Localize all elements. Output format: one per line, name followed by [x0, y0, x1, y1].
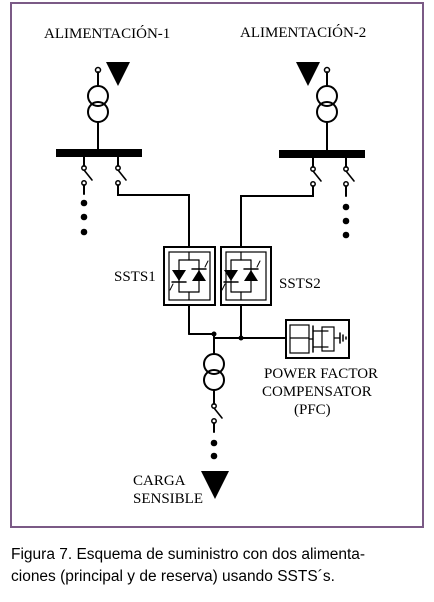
load-label-line2: SENSIBLE	[133, 491, 203, 507]
pfc-compensator-icon	[285, 319, 350, 359]
feed1-label: ALIMENTACIÓN-1	[44, 25, 170, 42]
output-bus-line	[188, 333, 287, 339]
feed1-feeder-switch-right-icon	[115, 156, 127, 186]
load-transformer-icon	[203, 353, 225, 405]
pfc-label-line2: COMPENSATOR	[262, 384, 372, 400]
feed1-transformer-icon	[87, 85, 109, 150]
junction-dot-pfc	[238, 335, 244, 341]
feed1-source-triangle-icon	[106, 62, 130, 86]
feed2-to-ssts2-line	[240, 185, 314, 248]
feed1-feeder-switch-left-icon	[81, 156, 93, 195]
feed1-busbar	[56, 149, 142, 157]
load-switch-icon	[211, 403, 223, 433]
figure-caption: Figura 7. Esquema de suministro con dos …	[11, 544, 423, 588]
caption-line-2: ciones (principal y de reserva) usando S…	[11, 568, 335, 585]
feed2-label: ALIMENTACIÓN-2	[240, 24, 366, 41]
feed2-continuation-dots	[342, 203, 350, 239]
load-continuation-dots	[210, 439, 218, 460]
figure-frame	[10, 2, 424, 528]
ssts2-label: SSTS2	[279, 276, 321, 292]
load-label-line1: CARGA	[133, 473, 186, 489]
pfc-label-line1: POWER FACTOR	[264, 366, 378, 382]
pfc-label-line3: (PFC)	[294, 402, 331, 418]
feed1-continuation-dots	[80, 199, 88, 236]
feed2-source-triangle-icon	[296, 62, 320, 86]
feed2-busbar	[279, 150, 365, 158]
feed2-transformer-icon	[316, 85, 338, 151]
load-arrow-icon	[201, 471, 229, 499]
feed2-source	[296, 62, 331, 87]
feed1-source	[94, 62, 130, 87]
ssts2-switch-icon	[220, 246, 272, 306]
feed2-feeder-switch-left-icon	[310, 157, 322, 187]
feed2-feeder-switch-right-icon	[343, 157, 355, 197]
caption-line-1: Figura 7. Esquema de suministro con dos …	[11, 546, 366, 563]
ssts1-switch-icon	[163, 246, 216, 306]
feed1-to-ssts1-line	[117, 184, 190, 248]
ssts1-label: SSTS1	[114, 269, 156, 285]
